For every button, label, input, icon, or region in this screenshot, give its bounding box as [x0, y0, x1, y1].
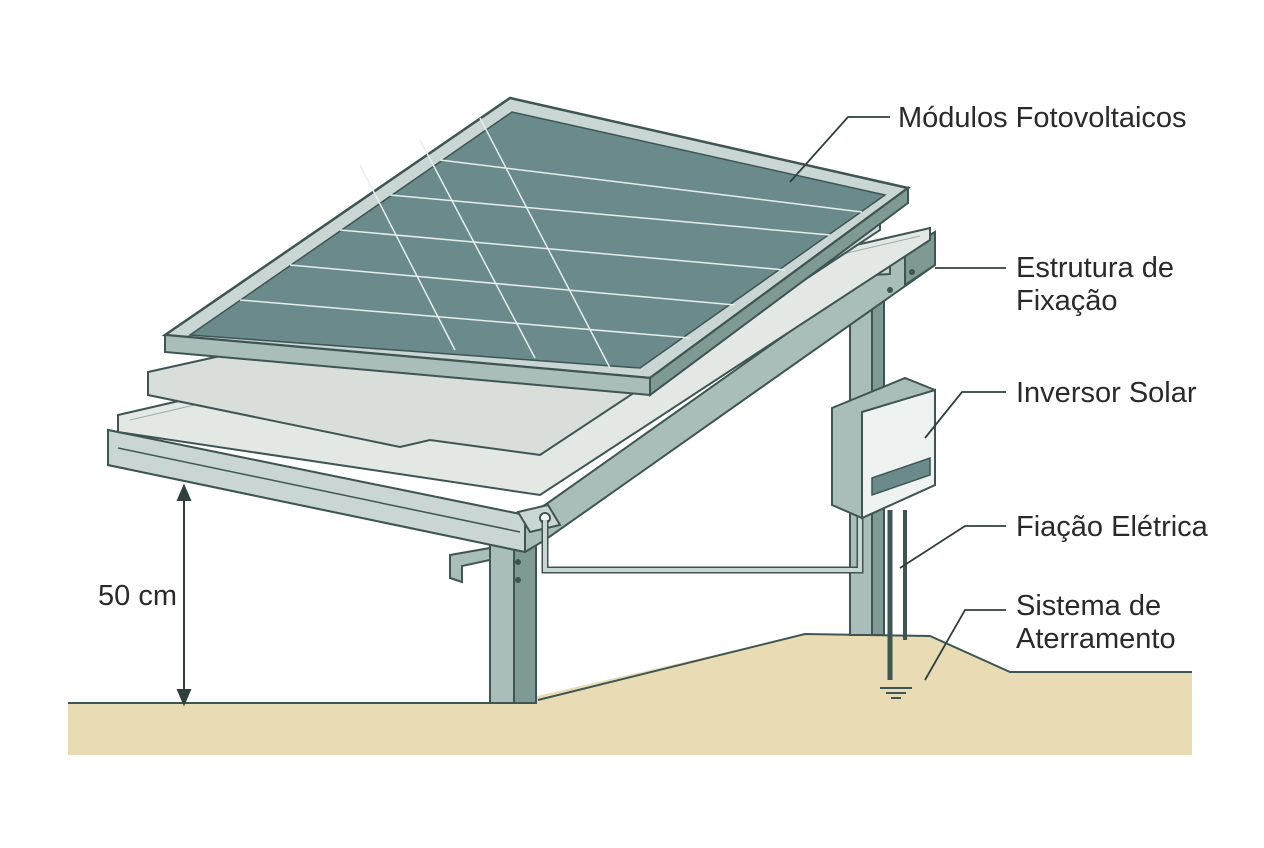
ground: [68, 632, 1192, 755]
label-structure-1: Estrutura de: [1016, 252, 1174, 284]
solar-inverter: [831, 376, 936, 520]
solar-panel: [161, 96, 911, 397]
label-modules: Módulos Fotovoltaicos: [898, 102, 1187, 134]
grounding-symbol: [880, 687, 912, 699]
label-grounding-2: Aterramento: [1016, 623, 1176, 655]
height-label: 50 cm: [98, 580, 177, 612]
label-inverter: Inversor Solar: [1016, 377, 1197, 409]
height-dimension: [176, 483, 192, 707]
label-structure-2: Fixação: [1016, 285, 1118, 317]
wiring-conduit: [541, 510, 907, 680]
callout-leaders: [789, 116, 1006, 681]
front-support-post: [449, 524, 537, 704]
label-wiring: Fiação Elétrica: [1016, 511, 1209, 543]
label-grounding-1: Sistema de: [1016, 590, 1161, 622]
